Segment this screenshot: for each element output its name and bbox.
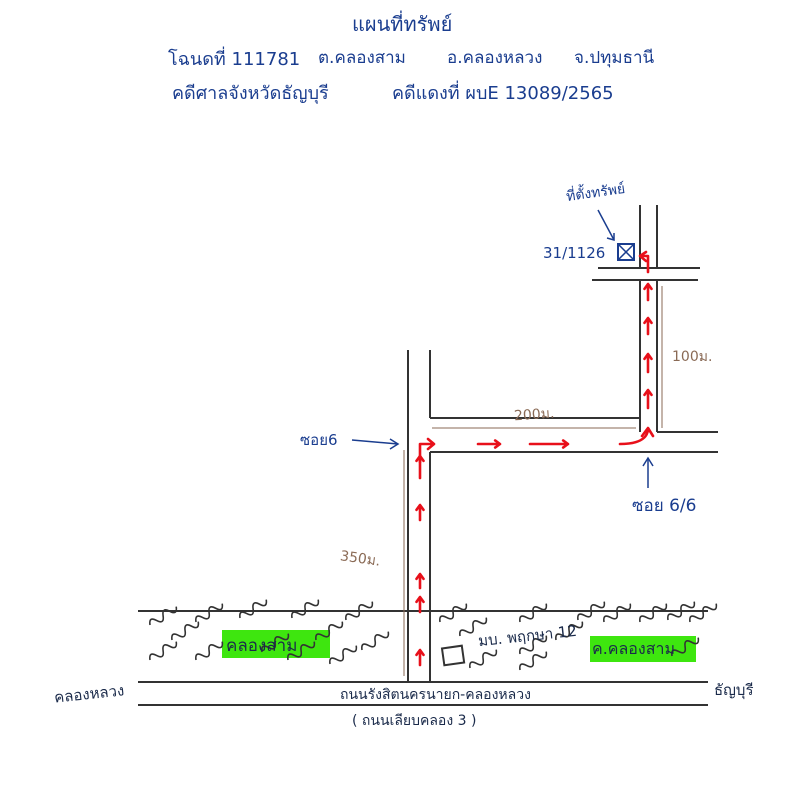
canal-wave-mark: [287, 641, 316, 661]
route-arrow: [415, 595, 425, 614]
soi6-pointer-head: [389, 438, 400, 450]
property-marker: [617, 243, 635, 261]
canal-wave-mark: [239, 599, 268, 619]
amphoe: อ.คลองหลวง: [447, 48, 543, 68]
village-plot-square: [440, 644, 466, 667]
distance-200: 200ม.: [513, 405, 555, 425]
property-pointer-head: [606, 233, 615, 241]
route-arrow: [476, 439, 502, 449]
canal-wave-mark: [361, 631, 390, 651]
canal-wave-mark: [689, 603, 718, 623]
deed-number: โฉนดที่ 111781: [168, 49, 301, 70]
canal-wave-mark: [519, 603, 548, 623]
route-arrow: [528, 439, 570, 449]
canal-wave-mark: [577, 601, 606, 621]
house-number: 31/1126: [543, 244, 606, 262]
canal-wave-mark: [603, 603, 632, 623]
canal-wave-mark: [171, 621, 200, 641]
canal-label-left: คลองสาม: [226, 636, 298, 656]
property-pointer-arrow: [597, 209, 615, 241]
canal-label-right: ค.คลองสาม: [592, 639, 676, 658]
canal-wave-mark: [345, 601, 374, 621]
province: จ.ปทุมธานี: [574, 48, 655, 68]
soi6-pointer-arrow: [351, 439, 399, 445]
soi6-label: ซอย6: [300, 431, 338, 449]
map-title: แผนที่ทรัพย์: [352, 12, 453, 36]
case-number: คดีแดงที่ ผบE 13089/2565: [392, 83, 614, 104]
canal-wave-mark: [439, 603, 468, 623]
tambon: ต.คลองสาม: [318, 48, 406, 68]
route-arrow: [638, 250, 650, 274]
canal-wave-mark: [149, 606, 178, 626]
route-arrow: [415, 503, 425, 522]
main-road-label: ถนนรังสิตนครนายก-คลองหลวง: [340, 687, 531, 703]
canal-wave-mark: [555, 621, 584, 641]
route-arrow: [643, 352, 653, 374]
main-road-alt-label: ( ถนนเลียบคลอง 3 ): [352, 713, 477, 729]
route-arrow: [643, 316, 653, 336]
canal-wave-mark: [459, 617, 488, 637]
route-arrow: [643, 282, 653, 302]
route-arrow: [415, 648, 425, 667]
canal-wave-mark: [195, 641, 224, 661]
canal-waves: [149, 599, 718, 671]
canal-wave-mark: [639, 603, 668, 623]
canal-highlight-right: [590, 636, 696, 662]
route-arrow: [415, 572, 425, 590]
canal-wave-mark: [469, 649, 498, 669]
route-arrow: [618, 426, 655, 446]
canal-wave-mark: [261, 633, 290, 653]
canal-wave-mark: [149, 641, 178, 661]
side-label-right: ธัญบุรี: [714, 681, 754, 699]
canal-wave-mark: [195, 603, 224, 623]
route-arrows: [415, 250, 655, 667]
route-arrow: [643, 388, 653, 410]
canal-wave-mark: [519, 635, 548, 655]
court-name: คดีศาลจังหวัดธัญบุรี: [172, 83, 329, 104]
soi66-pointer-head: [642, 456, 654, 467]
soi66-label: ซอย 6/6: [632, 496, 697, 516]
canal-wave-mark: [519, 651, 548, 671]
distance-100: 100ม.: [672, 349, 713, 365]
canal-wave-mark: [329, 645, 358, 665]
route-arrow: [418, 437, 436, 464]
canal-wave-mark: [671, 637, 700, 657]
canal-wave-mark: [291, 599, 320, 619]
canal-wave-mark: [667, 601, 696, 621]
canal-wave-mark: [315, 621, 344, 641]
